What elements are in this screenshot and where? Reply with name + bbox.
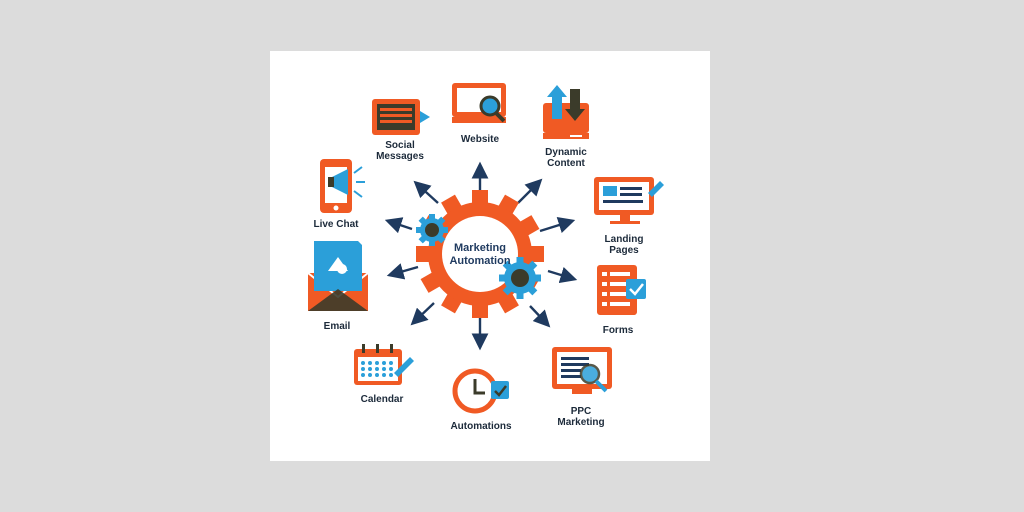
node-label: Live Chat <box>313 219 359 230</box>
node-calendar: Calendar <box>354 344 414 405</box>
node-landing-pages: Landing Pages <box>594 177 664 256</box>
arrow-calendar <box>410 302 435 326</box>
node-label: Email <box>324 321 351 332</box>
up-down-arrows-icon <box>543 85 589 139</box>
diagram-card: Marketing Automation Social Messages Web… <box>270 51 710 461</box>
node-label: Pages <box>609 245 639 256</box>
node-label: Social <box>385 140 415 151</box>
node-label: PPC <box>571 406 592 417</box>
clock-icon <box>452 368 509 414</box>
phone-megaphone-icon <box>320 159 365 213</box>
arrow-dynamic-content <box>517 178 543 204</box>
node-label: Website <box>461 134 500 145</box>
arrows <box>384 161 578 351</box>
calendar-icon <box>354 344 414 385</box>
node-forms: Forms <box>597 265 646 336</box>
form-checklist-icon <box>597 265 646 315</box>
node-dynamic-content: Dynamic Content <box>543 85 589 169</box>
node-ppc-marketing: PPC Marketing <box>552 347 612 428</box>
arrow-social-messages <box>413 180 439 204</box>
node-website: Website <box>452 83 506 145</box>
arrow-forms <box>547 267 578 284</box>
node-social-messages: Social Messages <box>372 99 430 162</box>
node-label: Messages <box>376 151 424 162</box>
node-label: Landing <box>605 234 644 245</box>
hub-gear <box>416 190 544 318</box>
hub-title-line1: Marketing <box>454 242 506 254</box>
node-label: Marketing <box>557 417 604 428</box>
hub-title-line2: Automation <box>449 255 510 267</box>
small-gear-right-icon <box>499 257 541 299</box>
ppc-monitor-icon <box>552 347 612 394</box>
node-label: Forms <box>603 325 634 336</box>
marketing-automation-diagram: Marketing Automation Social Messages Web… <box>307 83 664 432</box>
node-live-chat: Live Chat <box>313 159 365 230</box>
node-automations: Automations <box>450 368 512 432</box>
node-label: Dynamic <box>545 147 587 158</box>
monitor-search-icon <box>452 83 506 123</box>
small-gear-left-icon <box>416 214 448 246</box>
node-label: Calendar <box>361 394 404 405</box>
arrow-live-chat <box>384 217 413 234</box>
envelope-icon <box>307 241 369 311</box>
node-label: Automations <box>450 421 512 432</box>
node-label: Content <box>547 158 585 169</box>
arrow-ppc-marketing <box>529 305 551 328</box>
chat-bubble-icon <box>372 99 430 135</box>
arrow-landing-pages <box>539 216 576 234</box>
landing-page-monitor-icon <box>594 177 664 224</box>
node-email: Email <box>307 241 369 332</box>
arrow-email <box>386 263 419 280</box>
